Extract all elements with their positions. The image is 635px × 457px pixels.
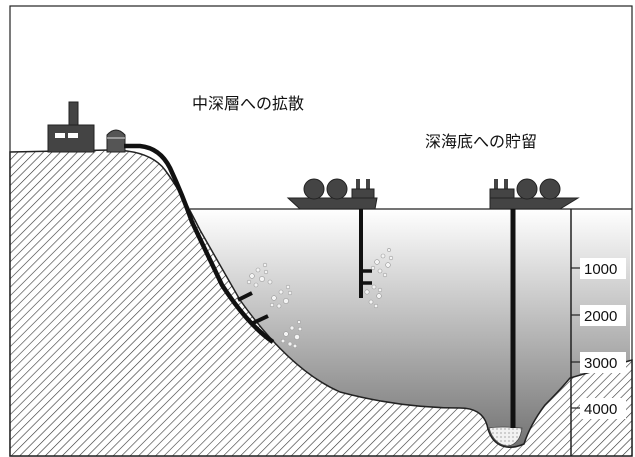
co2-pool bbox=[488, 426, 523, 447]
ship-pipe-mid bbox=[359, 209, 372, 298]
depth-label-1000: 1000 bbox=[584, 261, 617, 278]
co2-bubbles-ship bbox=[364, 248, 394, 309]
depth-label-4000: 4000 bbox=[584, 401, 617, 418]
pipeline bbox=[124, 143, 275, 344]
depth-label-2000: 2000 bbox=[584, 308, 617, 325]
label-mid-depth-dispersion: 中深層への拡散 bbox=[192, 94, 304, 113]
co2-bubbles-pipeline bbox=[246, 262, 303, 349]
depth-tick-4000: 4000 bbox=[571, 398, 626, 419]
depth-label-3000: 3000 bbox=[584, 355, 617, 372]
storage-silo-icon bbox=[106, 129, 126, 153]
diffuser-nozzles bbox=[237, 291, 269, 325]
depth-scale: 1000 2000 3000 4000 bbox=[570, 209, 626, 456]
depth-tick-1000: 1000 bbox=[571, 258, 626, 279]
depth-tick-3000: 3000 bbox=[571, 352, 626, 373]
ship-deep-storage bbox=[489, 178, 580, 210]
ship-mid-depth bbox=[286, 178, 378, 210]
label-deep-sea-storage: 深海底への貯留 bbox=[425, 132, 537, 151]
factory-icon bbox=[47, 101, 95, 153]
depth-tick-2000: 2000 bbox=[571, 305, 626, 326]
